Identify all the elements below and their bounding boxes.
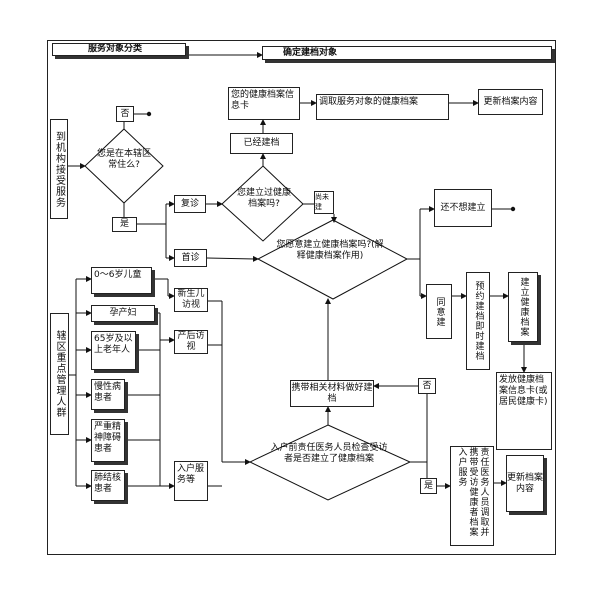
newborn-visit-box: 新生儿访视 xyxy=(174,288,208,312)
agree-build-box: 同意建 xyxy=(426,284,452,339)
no-label-2: 否 xyxy=(418,378,436,394)
diagram-frame xyxy=(47,40,556,555)
postpartum-visit-box: 产后访视 xyxy=(174,330,208,354)
no-label-1: 否 xyxy=(116,106,134,122)
header-service-classification: 服务对象分类 xyxy=(52,43,186,56)
arrive-institution-box: 到机构接受服务 xyxy=(50,119,68,219)
q-local-resident: 您是在本辖区常住么? xyxy=(96,149,151,170)
group-chronic: 慢性病患者 xyxy=(91,379,125,410)
header-right-label: 确定建档对象 xyxy=(283,48,338,58)
q-has-record: 您建立过健康档案吗? xyxy=(236,188,291,209)
q-home-check: 入户前责任医务人员检查受访者是否建立了健康档案 xyxy=(270,443,388,464)
group-mental: 严重精神障碍患者 xyxy=(91,419,125,462)
first-visit-box: 首诊 xyxy=(174,249,207,267)
key-population-box: 辖区重点管理人群 xyxy=(50,313,69,435)
already-built-box: 已经建档 xyxy=(230,133,293,154)
bring-materials-box: 携带相关材料做好建档 xyxy=(290,380,374,407)
group-elderly: 65岁及以上老年人 xyxy=(91,331,136,370)
group-pregnant: 孕产妇 xyxy=(91,305,155,322)
still-refuse-box: 还不想建立 xyxy=(434,189,492,227)
retrieve-record-box: 调取服务对象的健康档案 xyxy=(316,94,449,120)
yes-label-1: 是 xyxy=(112,217,137,232)
group-children: 0～6岁儿童 xyxy=(91,267,152,294)
update-record-box-2: 更新档案内容 xyxy=(506,455,544,512)
revisit-box: 复诊 xyxy=(174,195,206,213)
create-record-box: 建立健康档案 xyxy=(508,272,538,342)
header-determine-target: 确定建档对象 xyxy=(262,46,552,60)
home-service-box: 入户服务等 xyxy=(174,461,208,501)
group-tuberculosis: 肺结核患者 xyxy=(91,470,125,501)
update-record-box-1: 更新档案内容 xyxy=(478,89,543,115)
issue-card-box: 发放健康档案信息卡(或居民健康卡) xyxy=(496,372,552,450)
not-built-box: 尚未建 xyxy=(314,191,334,214)
health-record-info-box: 您的健康档案信息卡 xyxy=(228,87,300,120)
q-willing-to-build: 您愿意建立健康档案吗?(解释健康档案作用) xyxy=(276,240,384,261)
header-left-label: 服务对象分类 xyxy=(88,44,143,54)
responsible-doctor-box: 责任医务人员调取并携带受访健康者档案入户服务 xyxy=(450,446,494,546)
appointment-box: 预约建档即时建档 xyxy=(466,272,490,370)
yes-label-2: 是 xyxy=(420,478,437,494)
